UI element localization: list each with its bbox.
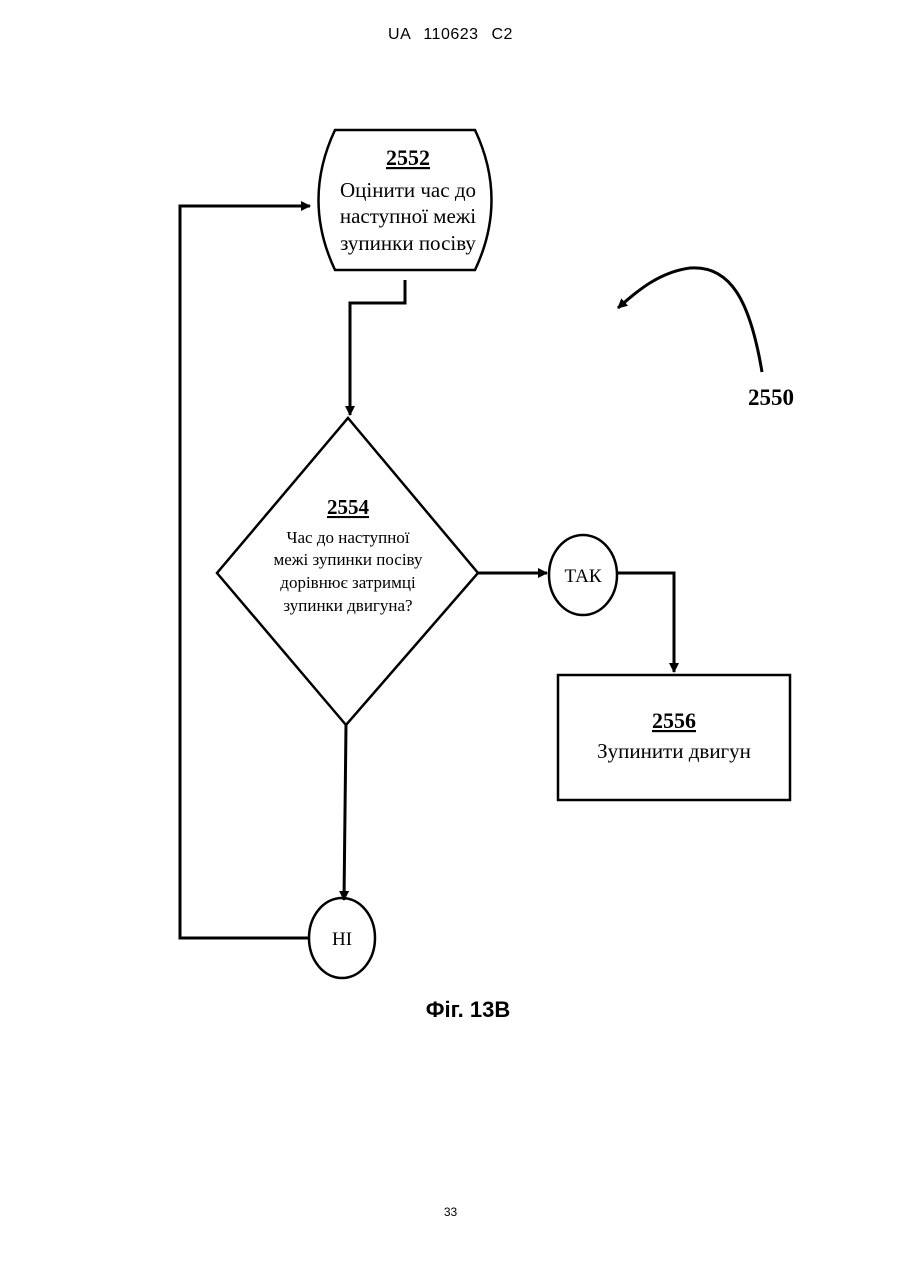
connector-2554-to-no <box>344 725 346 900</box>
node-2552: 2552 Оцінити час до наступної межі зупин… <box>319 130 492 270</box>
node-2556-number: 2556 <box>652 708 696 733</box>
reference-number: 2550 <box>748 385 794 410</box>
node-2554: 2554 Час до наступної межі зупинки посів… <box>217 418 478 725</box>
node-2554-line-4: зупинки двигуна? <box>283 596 412 615</box>
node-2556: 2556 Зупинити двигун <box>558 675 790 800</box>
node-2556-shape <box>558 675 790 800</box>
node-2552-line-1: Оцінити час до <box>340 178 476 202</box>
no-label: НІ <box>332 929 352 950</box>
node-2554-line-1: Час до наступної <box>286 528 409 547</box>
node-2554-line-3: дорівнює затримці <box>280 573 416 592</box>
node-2552-number: 2552 <box>386 145 430 170</box>
no-connector: НІ <box>309 898 375 978</box>
figure-caption: Фіг. 13В <box>426 997 510 1022</box>
connector-2552-to-2554 <box>350 280 405 415</box>
reference-arrow <box>618 268 762 372</box>
page-number: 33 <box>0 1205 901 1219</box>
node-2554-shape <box>217 418 478 725</box>
yes-connector: ТАК <box>549 535 617 615</box>
node-2552-line-3: зупинки посіву <box>340 231 476 255</box>
yes-label: ТАК <box>564 566 601 587</box>
node-2554-number: 2554 <box>327 495 370 519</box>
node-2554-line-2: межі зупинки посіву <box>273 550 423 569</box>
connector-yes-to-2556 <box>617 573 674 672</box>
node-2556-line-1: Зупинити двигун <box>597 739 751 763</box>
node-2552-line-2: наступної межі <box>340 204 476 228</box>
connector-no-loop-to-2552 <box>180 206 310 938</box>
